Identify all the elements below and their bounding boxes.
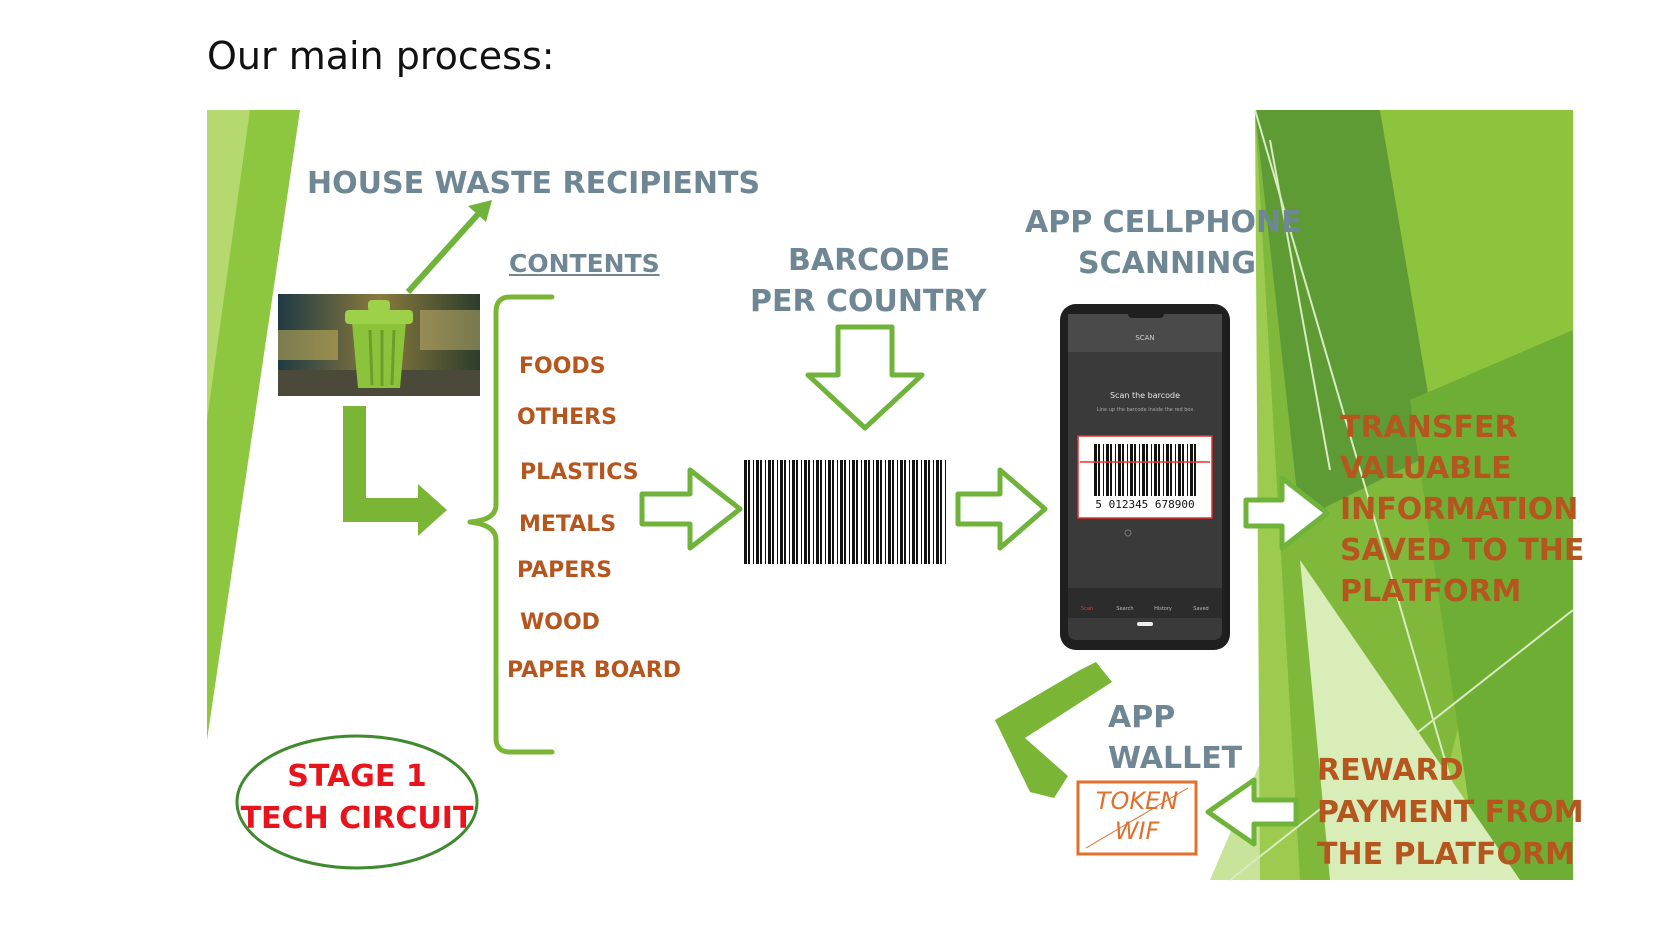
content-item-paper-board: PAPER BOARD (507, 658, 681, 683)
phone-barcode-digits: 5 012345 678900 (1095, 498, 1194, 511)
phone-barcode (1094, 444, 1196, 496)
arrow-contents-to-barcode (639, 467, 743, 551)
token-line1: TOKEN (1095, 787, 1179, 815)
arrow-reward-to-token (1205, 777, 1299, 847)
phone-nav-search: Search (1116, 606, 1133, 612)
label-house-waste-recipients: HOUSE WASTE RECIPIENTS (307, 166, 761, 201)
stage-line1: STAGE 1 (287, 759, 427, 794)
phone-top-title: SCAN (1135, 334, 1154, 342)
label-app-line2: SCANNING (1078, 246, 1256, 281)
label-transfer-line3: INFORMATION (1340, 492, 1579, 527)
content-item-wood: WOOD (520, 610, 600, 635)
content-item-metals: METALS (519, 512, 617, 537)
arrow-to-house-waste (405, 200, 492, 295)
left-deco-triangle-light (207, 110, 250, 420)
phone-scan-hint: Line up the barcode inside the red box (1097, 407, 1194, 413)
left-deco-triangle (207, 110, 300, 740)
arrow-phone-to-wallet (995, 662, 1112, 798)
l-arrow-to-contents (343, 406, 447, 536)
contents-bracket (467, 294, 555, 755)
content-item-others: OTHERS (517, 405, 617, 430)
label-app-wallet-line1: APP (1108, 700, 1176, 735)
phone-nav-saved: Saved (1193, 606, 1208, 612)
phone-mockup: SCAN Scan the barcode Line up the barcod… (1060, 304, 1230, 650)
arrow-phone-to-transfer (1243, 475, 1330, 551)
stage-line2: TECH CIRCUIT (240, 801, 474, 836)
content-item-plastics: PLASTICS (520, 460, 639, 485)
label-transfer-line2: VALUABLE (1340, 451, 1512, 486)
phone-scan-title: Scan the barcode (1110, 391, 1180, 400)
phone-nav-history: History (1154, 606, 1172, 612)
arrow-down-to-barcode (805, 324, 925, 431)
label-transfer-line1: TRANSFER (1340, 410, 1518, 445)
trash-bin-photo (278, 294, 480, 396)
content-item-papers: PAPERS (517, 558, 613, 583)
label-reward-line1: REWARD (1317, 753, 1464, 788)
label-app-wallet-line2: WALLET (1108, 741, 1243, 776)
phone-nav-scan: Scan (1081, 606, 1093, 612)
label-contents: CONTENTS (509, 249, 660, 278)
label-transfer-line4: SAVED TO THE (1340, 533, 1585, 568)
label-reward-line3: THE PLATFORM (1317, 837, 1575, 872)
label-reward: REWARD PAYMENT FROM THE PLATFORM (1317, 750, 1584, 876)
token-line2: WIF (1114, 817, 1160, 845)
label-transfer-line5: PLATFORM (1340, 574, 1522, 609)
token-label: TOKEN WIF (1078, 786, 1196, 846)
content-item-foods: FOODS (519, 354, 606, 379)
stage-ellipse (235, 734, 479, 870)
barcode-graphic (744, 460, 946, 564)
label-barcode-line2: PER COUNTRY (750, 284, 987, 319)
page-heading: Our main process: (207, 34, 555, 78)
stage-label: STAGE 1 TECH CIRCUIT (237, 756, 477, 840)
right-deco-panel (1210, 109, 1574, 881)
arrow-barcode-to-phone (955, 467, 1048, 551)
label-transfer: TRANSFER VALUABLE INFORMATION SAVED TO T… (1340, 407, 1584, 612)
label-app-line1: APP CELLPHONE (1025, 205, 1302, 240)
token-wif-box (1076, 780, 1198, 856)
label-barcode-line1: BARCODE (788, 243, 951, 278)
label-reward-line2: PAYMENT FROM (1317, 795, 1584, 830)
